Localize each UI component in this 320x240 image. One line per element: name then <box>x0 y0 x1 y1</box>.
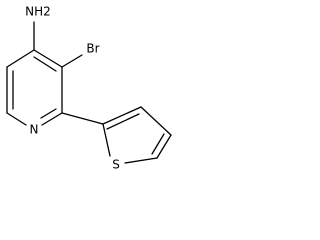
bond-t2-t3 <box>102 106 142 125</box>
bond-t3-t4 <box>140 106 172 136</box>
amine-label: NH2 <box>25 5 51 19</box>
thiophene-sulfur-label: S <box>112 158 120 172</box>
bond-s-t2 <box>102 123 111 157</box>
bond-t4-t5-inner <box>151 133 165 155</box>
bromine-label: Br <box>86 42 99 56</box>
bond-t5-s <box>124 157 158 164</box>
bond-c3-c4 <box>33 49 63 68</box>
pyridine-nitrogen-label: N <box>30 123 39 137</box>
bond-n1-c2 <box>41 112 63 126</box>
pyridine-ring <box>6 49 63 126</box>
bond-c3-br <box>61 54 83 68</box>
bond-c2-thiophene <box>61 112 104 125</box>
bond-t4-t5 <box>156 134 172 159</box>
bond-c4-c5 <box>6 49 35 68</box>
bond-c3-c4-inner <box>33 56 57 72</box>
thiophene-ring <box>102 106 172 164</box>
bond-n1-c2-inner <box>40 108 57 119</box>
molecule-structure: NH2 Br N S <box>6 5 172 172</box>
bond-c6-n1 <box>6 112 27 126</box>
bond-t2-t3-inner <box>106 113 140 130</box>
